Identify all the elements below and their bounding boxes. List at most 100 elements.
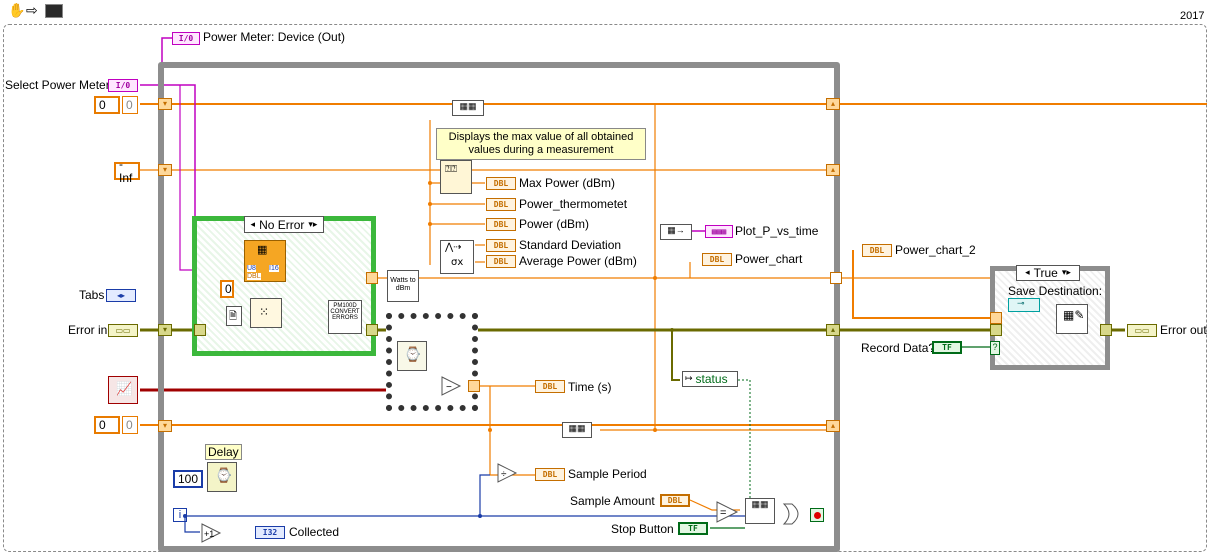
shift-init-const-2b[interactable]: 0 [122, 416, 138, 434]
watch-icon: ⌚ [215, 468, 233, 484]
time-terminal[interactable]: DBL [535, 380, 565, 393]
compound-array-node[interactable]: ▦▦ [745, 498, 775, 524]
toolbar: ✋ ⇨ 2017 [0, 0, 1212, 22]
doc-icon: 🗎 [229, 311, 238, 322]
or-node[interactable] [782, 502, 806, 526]
watts-to-dbm-node[interactable]: Watts to dBm [387, 270, 419, 302]
wire-blue-i [185, 474, 490, 517]
wait-ms-node[interactable]: ⌚ [207, 462, 237, 492]
run-icon[interactable] [45, 4, 63, 18]
arrow-right-icon[interactable]: ⇨ [26, 3, 38, 19]
save-destination-label: Save Destination: [1008, 284, 1103, 298]
plot-p-vs-time-terminal[interactable]: ▦▦▦ [705, 225, 733, 238]
sample-period-terminal[interactable]: DBL [535, 468, 565, 481]
shift-register-left-1: ▾ [158, 98, 172, 110]
max-min-node[interactable]: ⍰⍰ [440, 160, 472, 194]
junction-dot [653, 276, 657, 280]
power-chart-terminal[interactable]: DBL [702, 253, 732, 266]
junction-dot [653, 428, 657, 432]
shift-init-const-1b[interactable]: 0 [122, 96, 138, 114]
svg-text:÷: ÷ [501, 469, 507, 480]
max-power-terminal[interactable]: DBL [486, 177, 516, 190]
stop-icon [814, 512, 821, 519]
wave-icon: ⋀⇢ [445, 242, 462, 253]
power-chart-2-terminal[interactable]: DBL [862, 244, 892, 257]
spreadsheet-icon: ▦✎ [1063, 308, 1085, 322]
svg-text:+1: +1 [204, 529, 214, 539]
chart-ref-terminal[interactable]: 📈 [108, 376, 138, 404]
select-power-meter-terminal[interactable]: I/0 [108, 79, 138, 92]
dbl-terminal-inner: DBL [247, 273, 261, 280]
tabs-terminal[interactable]: ◂▸ [106, 289, 136, 302]
build-array-node-top[interactable]: ▦▦ [452, 100, 484, 116]
std-dev-label: Standard Deviation [519, 238, 622, 252]
arrow-icon: ↦ [685, 374, 693, 384]
shift-register-left-err: ▾ [158, 324, 172, 336]
shift-register-left-2: ▾ [158, 164, 172, 176]
inner-zero-const[interactable]: 0 [220, 280, 234, 298]
case-prev-icon[interactable]: ◂ [250, 219, 256, 230]
clock-icon: ⌚ [404, 347, 422, 363]
power-meter-out-terminal[interactable]: I/0 [172, 32, 200, 45]
collected-terminal[interactable]: I32 [255, 526, 285, 539]
while-loop [158, 62, 840, 552]
stop-button-terminal[interactable]: TF [678, 522, 708, 535]
svg-text:−: − [446, 382, 452, 393]
avg-power-terminal[interactable]: DBL [486, 255, 516, 268]
case-selector-true[interactable]: ◂ True ▾▸ [1016, 265, 1080, 281]
pm100d-read-node[interactable]: ▦ U8 DBL I16 [244, 240, 286, 282]
delay-label: Delay [205, 444, 242, 460]
delay-const[interactable]: 100 [173, 470, 203, 488]
std-dev-terminal[interactable]: DBL [486, 239, 516, 252]
junction-dot [488, 428, 492, 432]
error-in-label: Error in [68, 323, 108, 337]
case-true-prev-icon[interactable]: ◂ [1025, 268, 1030, 278]
bundle-xy-node[interactable]: ▦→ [660, 224, 692, 240]
error-out-terminal[interactable]: ▭▭ [1127, 324, 1157, 337]
comment-box: Displays the max value of all obtained v… [436, 128, 646, 160]
device-icon: ▦ [257, 243, 268, 256]
power-dbm-terminal[interactable]: DBL [486, 218, 516, 231]
bundle-node[interactable]: ⁙ [250, 298, 282, 328]
write-spreadsheet-node[interactable]: ▦✎ [1056, 304, 1088, 334]
save-destination-terminal[interactable]: ⊸ [1008, 298, 1040, 312]
subtract-node[interactable]: − [440, 375, 462, 397]
case-error-tunnel-in [194, 324, 206, 336]
loop-power-tunnel [830, 272, 842, 284]
case-true-error-out [1100, 324, 1112, 336]
power-thermometer-terminal[interactable]: DBL [486, 198, 516, 211]
build-array-node-bottom[interactable]: ▦▦ [562, 422, 592, 438]
tick-count-node[interactable]: ⌚ [397, 341, 427, 371]
shift-init-const-2[interactable]: 0 [94, 416, 120, 434]
case-structure-true [990, 266, 1110, 370]
case-power-tunnel [366, 272, 378, 284]
path-icon: ⊸ [1017, 299, 1025, 309]
loop-condition-stop[interactable] [810, 508, 824, 522]
sample-period-label: Sample Period [568, 467, 647, 481]
case-selector-error[interactable]: ◂ No Error ▾▸ [244, 216, 324, 233]
error-in-terminal[interactable]: ▭▭ [108, 324, 138, 337]
case-true-error-in [990, 324, 1002, 336]
case-next-icon[interactable]: ▾▸ [308, 219, 318, 230]
select-power-meter-label: Select Power Meter [5, 78, 110, 92]
case-true-next-icon[interactable]: ▾▸ [1061, 268, 1071, 278]
sample-amount-terminal[interactable]: DBL [660, 494, 690, 507]
hand-icon[interactable]: ✋ [8, 3, 26, 19]
increment-node[interactable]: +1 [200, 522, 222, 544]
status-label: status [695, 372, 728, 386]
power-dbm-label: Power (dBm) [519, 217, 590, 231]
unbundle-node[interactable]: 🗎 [226, 306, 242, 326]
tabs-label: Tabs [79, 288, 105, 302]
divide-node[interactable]: ÷ [496, 462, 518, 484]
avg-power-label: Average Power (dBm) [519, 254, 637, 268]
shift-init-const-1[interactable]: 0 [94, 96, 120, 114]
std-dev-node[interactable]: σx ⋀⇢ [440, 240, 474, 274]
record-data-terminal[interactable]: TF [932, 341, 962, 354]
equal-node[interactable]: = [715, 500, 739, 524]
case-error-tunnel-out [366, 324, 378, 336]
status-unbundle[interactable]: ↦ status [682, 371, 738, 387]
pm100d-convert-errors[interactable]: PM100D CONVERT ERRORS [328, 300, 362, 334]
shift-register-right-3: ▴ [826, 420, 840, 432]
neg-inf-const[interactable]: -Inf [114, 157, 140, 185]
